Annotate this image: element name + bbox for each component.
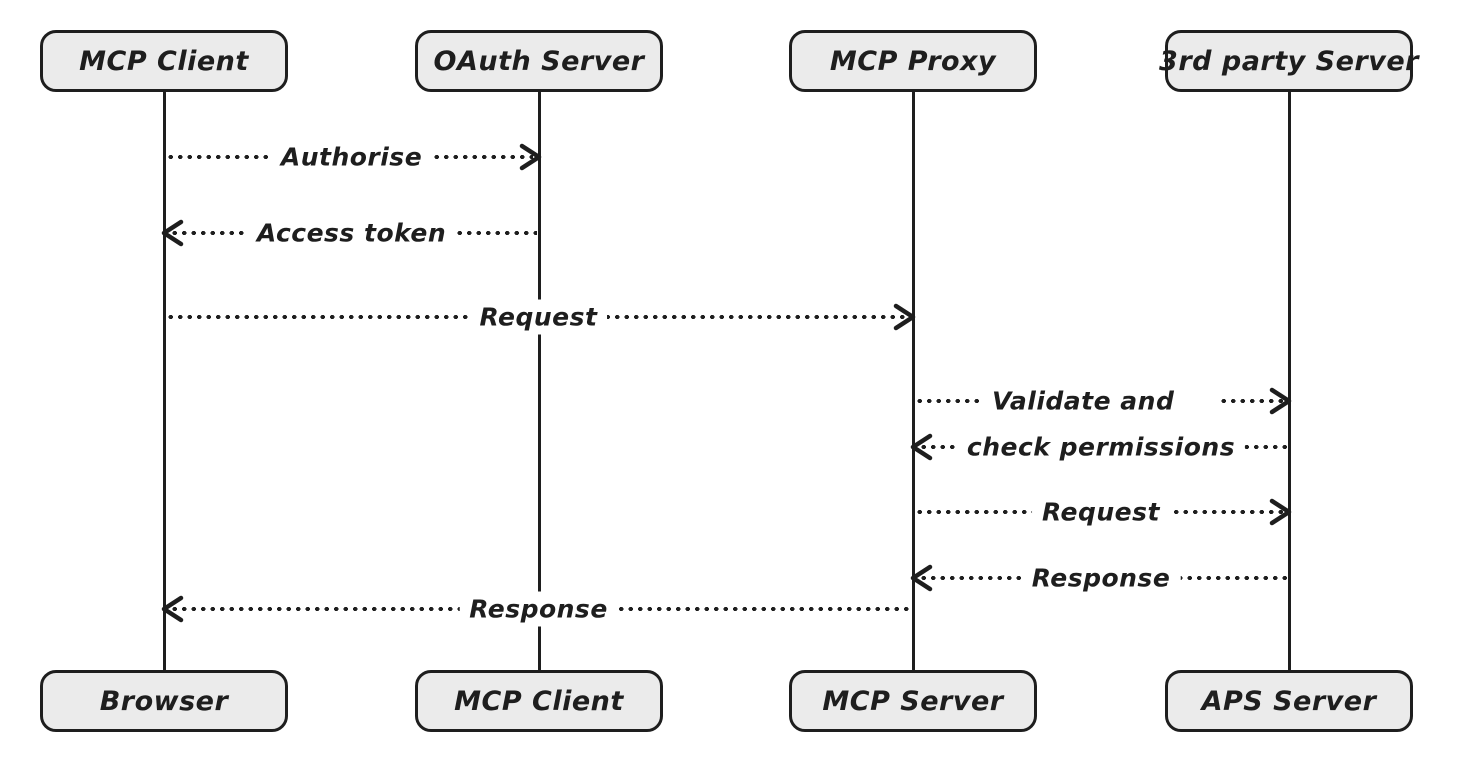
actor-label: MCP Client	[454, 685, 624, 717]
message-label: Request	[1032, 494, 1170, 530]
lifeline-oauth-server	[537, 91, 541, 671]
message-request-2: Request	[913, 490, 1292, 534]
actor-label: Browser	[99, 685, 229, 717]
actor-label: MCP Client	[79, 45, 249, 77]
arrowhead-left-icon	[910, 563, 934, 593]
message-label: Request	[469, 299, 608, 335]
message-access-token: Access token	[161, 211, 539, 255]
arrowhead-right-icon	[1268, 386, 1292, 416]
message-label: Authorise	[270, 139, 433, 175]
actor-box-aps-server: APS Server	[1165, 670, 1413, 732]
message-response-2: Response	[161, 587, 913, 631]
arrowhead-right-icon	[518, 142, 542, 172]
actor-label: APS Server	[1201, 685, 1377, 717]
actor-box-mcp-client-bottom: MCP Client	[415, 670, 663, 732]
arrowhead-left-icon	[161, 594, 185, 624]
lifeline-mcp-client	[162, 91, 166, 671]
actor-box-mcp-client-top: MCP Client	[40, 30, 288, 92]
arrowhead-left-icon	[161, 218, 185, 248]
lifeline-3rd-party-server	[1287, 91, 1291, 671]
arrowhead-right-icon	[1268, 497, 1292, 527]
message-validate-and: Validate and	[913, 379, 1292, 423]
actor-box-3rd-party-server: 3rd party Server	[1159, 30, 1418, 92]
message-check-permissions: check permissions	[910, 425, 1289, 469]
arrowhead-left-icon	[910, 432, 934, 462]
actor-label: 3rd party Server	[1159, 45, 1419, 77]
message-label: Validate and	[984, 383, 1218, 419]
arrowhead-right-icon	[892, 302, 916, 332]
actor-box-oauth-server: OAuth Server	[415, 30, 663, 92]
actor-box-browser: Browser	[40, 670, 288, 732]
lifeline-mcp-proxy	[911, 91, 915, 671]
message-label: Response	[459, 591, 618, 627]
message-label: check permissions	[956, 429, 1246, 465]
message-authorise: Authorise	[164, 135, 542, 179]
actor-box-mcp-proxy: MCP Proxy	[789, 30, 1037, 92]
actor-label: MCP Server	[822, 685, 1004, 717]
actor-label: OAuth Server	[433, 45, 645, 77]
message-request-1: Request	[164, 295, 916, 339]
message-response-1: Response	[910, 556, 1289, 600]
actor-box-mcp-server: MCP Server	[789, 670, 1037, 732]
message-label: Access token	[246, 215, 457, 251]
message-label: Response	[1021, 560, 1181, 596]
actor-label: MCP Proxy	[829, 45, 997, 77]
